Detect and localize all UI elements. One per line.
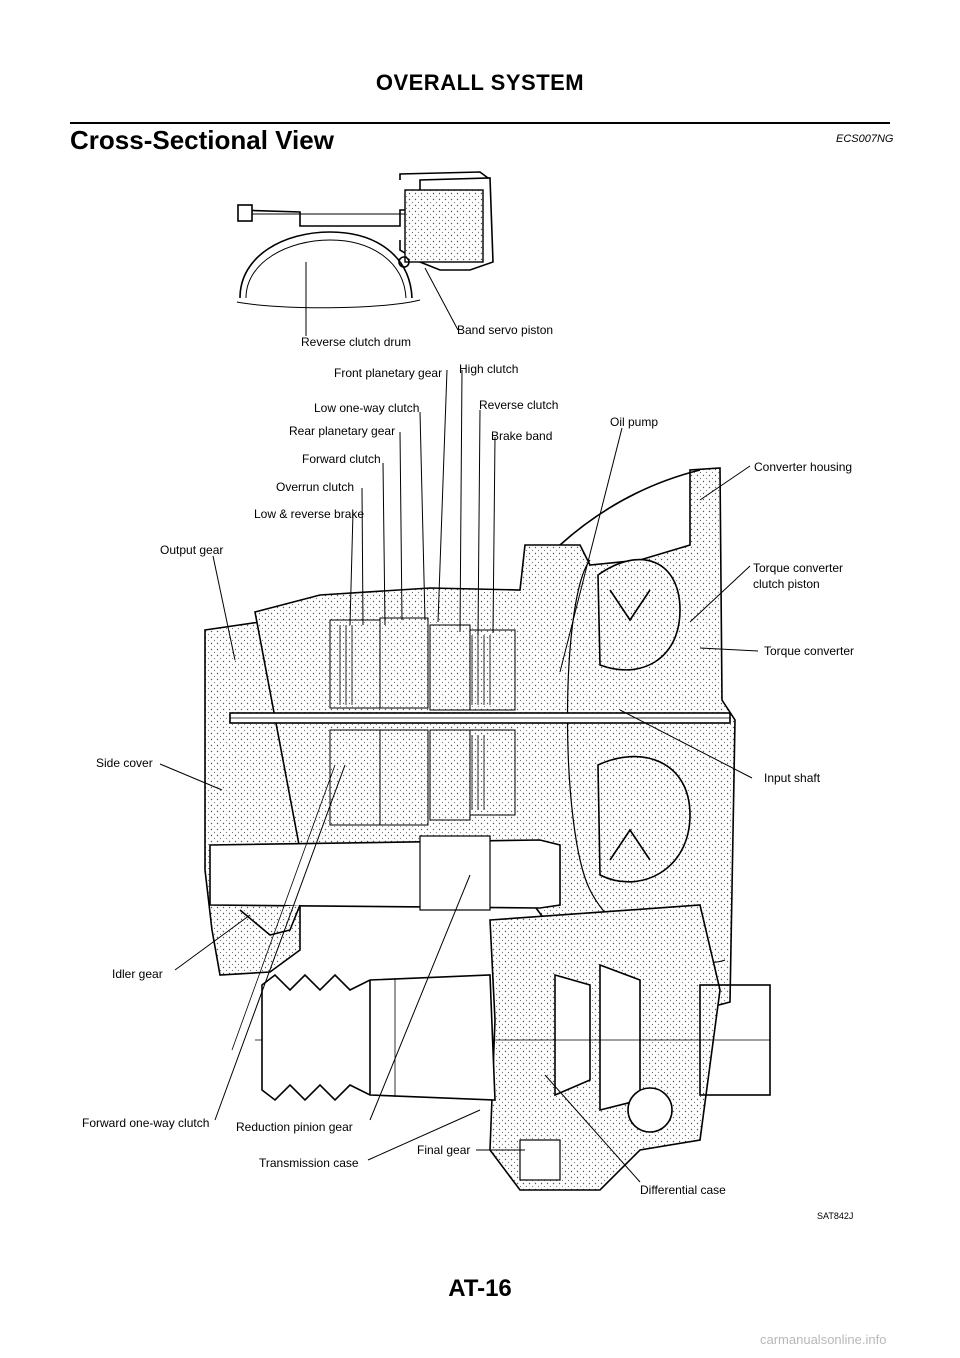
main-transmission-drawing — [204, 467, 771, 1191]
page-header: OVERALL SYSTEM — [375, 70, 585, 95]
label-forward-clutch: Forward clutch — [302, 452, 381, 466]
label-torque-converter-clutch-piston-2: clutch piston — [753, 577, 820, 591]
label-output-gear: Output gear — [160, 543, 223, 557]
label-transmission-case: Transmission case — [259, 1156, 359, 1170]
label-forward-one-way-clutch: Forward one-way clutch — [82, 1116, 209, 1130]
top-detail-drawing — [236, 171, 494, 309]
watermark: carmanualsonline.info — [760, 1332, 887, 1347]
label-input-shaft: Input shaft — [764, 771, 821, 785]
label-rear-planetary-gear: Rear planetary gear — [289, 424, 395, 438]
reference-code: ECS007NG — [836, 133, 894, 145]
label-idler-gear: Idler gear — [112, 967, 163, 981]
label-reverse-clutch: Reverse clutch — [479, 398, 558, 412]
part-labels: Reverse clutch drum Band servo piston Fr… — [82, 323, 854, 1197]
label-front-planetary-gear: Front planetary gear — [334, 366, 442, 380]
page-number: AT-16 — [448, 1275, 512, 1302]
label-band-servo-piston: Band servo piston — [457, 323, 553, 337]
label-final-gear: Final gear — [417, 1143, 470, 1157]
label-overrun-clutch: Overrun clutch — [276, 480, 354, 494]
label-torque-converter-clutch-piston-1: Torque converter — [753, 561, 843, 575]
figure-code: SAT842J — [817, 1211, 854, 1221]
header-rule — [70, 122, 890, 124]
label-differential-case: Differential case — [640, 1183, 726, 1197]
label-converter-housing: Converter housing — [754, 460, 852, 474]
label-low-reverse-brake: Low & reverse brake — [254, 507, 364, 521]
label-torque-converter: Torque converter — [764, 644, 854, 658]
section-title: Cross-Sectional View — [70, 125, 334, 155]
label-high-clutch: High clutch — [459, 362, 518, 376]
label-oil-pump: Oil pump — [610, 415, 658, 429]
label-side-cover: Side cover — [96, 756, 153, 770]
label-reverse-clutch-drum: Reverse clutch drum — [301, 335, 411, 349]
label-reduction-pinion-gear: Reduction pinion gear — [236, 1120, 353, 1134]
label-brake-band: Brake band — [491, 429, 552, 443]
label-low-one-way-clutch: Low one-way clutch — [314, 401, 419, 415]
leader-lines — [159, 262, 759, 1183]
